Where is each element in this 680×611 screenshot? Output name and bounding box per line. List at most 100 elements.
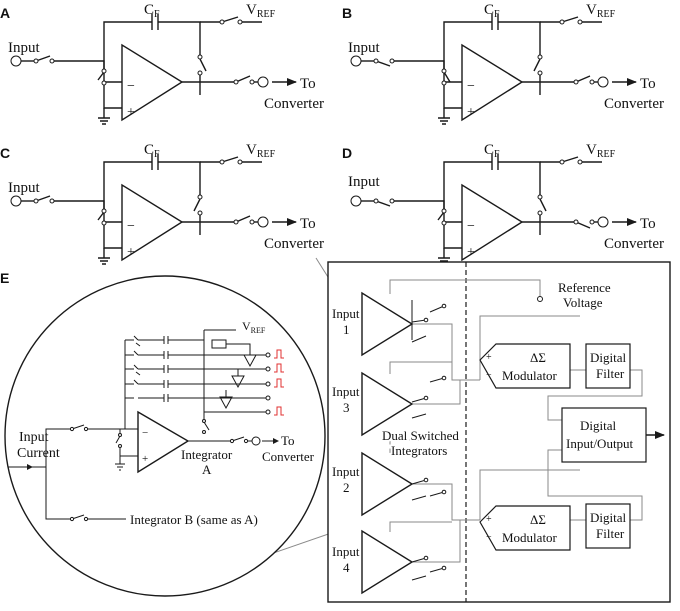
op-amp — [121, 183, 184, 262]
cf-label: CF — [144, 2, 160, 20]
panel-d: D Input CF VREF − — [342, 142, 664, 265]
delta-sigma-modulator-2 — [479, 505, 571, 551]
panel-c: C Input CF VREF − — [0, 142, 324, 265]
shunt-switch — [437, 211, 445, 221]
converter-label: Converter — [604, 96, 664, 112]
integrator-amp-1 — [361, 291, 414, 357]
input-terminal — [350, 55, 362, 67]
pulse-icon — [274, 349, 284, 359]
digital-io-block — [561, 407, 647, 463]
reset-switch — [193, 198, 201, 212]
panel-label: B — [342, 5, 352, 21]
vref-label: VREF — [586, 2, 616, 20]
integrators-label-line2: Integrators — [391, 443, 447, 458]
op-amp-plus: + — [142, 453, 148, 465]
input-label: Input — [348, 40, 380, 56]
delta-sigma-modulator-1 — [479, 343, 571, 389]
reset-switch — [199, 58, 207, 72]
integrators-label-line1: Dual Switched — [382, 428, 459, 443]
adc-block-diagram: Input 1 Input 3 Input 2 Input 4 Dual Swi… — [327, 261, 671, 603]
output-terminal — [251, 436, 261, 446]
reset-switch — [203, 421, 210, 431]
integrator-detail: Input Current Integrator B (same as A) −… — [8, 319, 315, 527]
integrator-circuit: Input CF VREF − + — [348, 2, 664, 125]
digital-io-label-line1: Digital — [580, 418, 616, 433]
output-switch — [575, 221, 591, 229]
digital-filter-2 — [585, 503, 631, 549]
input-current-label-line2: Current — [17, 446, 60, 461]
shunt-switch — [97, 71, 105, 81]
input-1-label-line1: Input — [332, 306, 360, 321]
input-4-label-line1: Input — [332, 544, 360, 559]
panel-label: D — [342, 145, 352, 161]
integrator-b-label: Integrator B (same as A) — [130, 512, 258, 527]
vref-label: VREF — [246, 142, 276, 160]
op-amp — [121, 43, 184, 122]
buffer-3 — [219, 396, 233, 410]
to-label: To — [300, 76, 316, 92]
converter-label: Converter — [262, 449, 315, 464]
input-3-label-line2: 3 — [343, 400, 350, 415]
reference-voltage-line1: Reference — [558, 280, 611, 295]
converter-label: Converter — [604, 236, 664, 252]
pulse-icon — [274, 363, 284, 373]
panel-label: A — [0, 5, 10, 21]
output-switch — [575, 75, 591, 83]
output-terminal — [257, 216, 269, 228]
vref-switch — [561, 16, 579, 23]
input-terminal — [10, 55, 22, 67]
cf-label: CF — [484, 142, 500, 160]
pulse-icon — [274, 378, 284, 388]
modulator-plus: + — [486, 352, 492, 363]
input-2-label-line2: 2 — [343, 480, 350, 495]
reference-terminal — [537, 296, 543, 302]
panel-e: E Input Current Integrator B (same as A) — [0, 257, 671, 603]
delta-sigma-label: ΔΣ — [530, 350, 546, 365]
pulse-icon — [274, 406, 284, 416]
op-amp — [461, 43, 524, 122]
converter-label: Converter — [264, 96, 324, 112]
integrator-amp-3 — [361, 371, 414, 437]
integrator-circuit: Input CF VREF − + — [8, 142, 324, 265]
buffer-2 — [231, 375, 245, 389]
integrator-a-label-line2: A — [202, 462, 212, 477]
to-label: To — [300, 216, 316, 232]
digital-filter-label-line1: Digital — [590, 350, 626, 365]
shunt-switch — [97, 211, 105, 221]
input-2-label-line1: Input — [332, 464, 360, 479]
op-amp-minus: − — [142, 427, 148, 439]
input-switch-a — [71, 424, 85, 430]
delta-sigma-label: ΔΣ — [530, 512, 546, 527]
digital-io-label-line2: Input/Output — [566, 436, 634, 451]
modulator-minus: − — [486, 532, 492, 543]
input-label: Input — [8, 40, 40, 56]
input-terminal — [350, 195, 362, 207]
cf-label: CF — [144, 142, 160, 160]
op-amp — [461, 183, 524, 262]
integrator-circuit: Input CF VREF — [8, 2, 324, 125]
op-amp-minus: − — [127, 219, 135, 234]
reset-switch — [539, 198, 547, 212]
vref-label: VREF — [242, 319, 266, 335]
vref-label: VREF — [246, 2, 276, 20]
ground-symbol — [98, 117, 110, 125]
digital-filter-label-line1: Digital — [590, 510, 626, 525]
capacitor-bank — [124, 335, 204, 429]
input-terminal — [10, 195, 22, 207]
logic-gate — [211, 339, 227, 349]
integrator-a-op-amp — [137, 410, 190, 474]
integrator-circuit: Input CF VREF − + — [348, 142, 664, 265]
output-terminal — [597, 76, 609, 88]
vref-label: VREF — [586, 142, 616, 160]
op-amp-plus: + — [127, 105, 135, 120]
modulator-plus: + — [486, 514, 492, 525]
input-label: Input — [8, 180, 40, 196]
output-switch — [235, 75, 251, 83]
op-amp-minus: − — [467, 79, 475, 94]
output-switch — [235, 215, 251, 223]
vref-switch — [221, 16, 239, 23]
input-current-label-line1: Input — [19, 430, 49, 445]
digital-filter-1 — [585, 343, 631, 389]
